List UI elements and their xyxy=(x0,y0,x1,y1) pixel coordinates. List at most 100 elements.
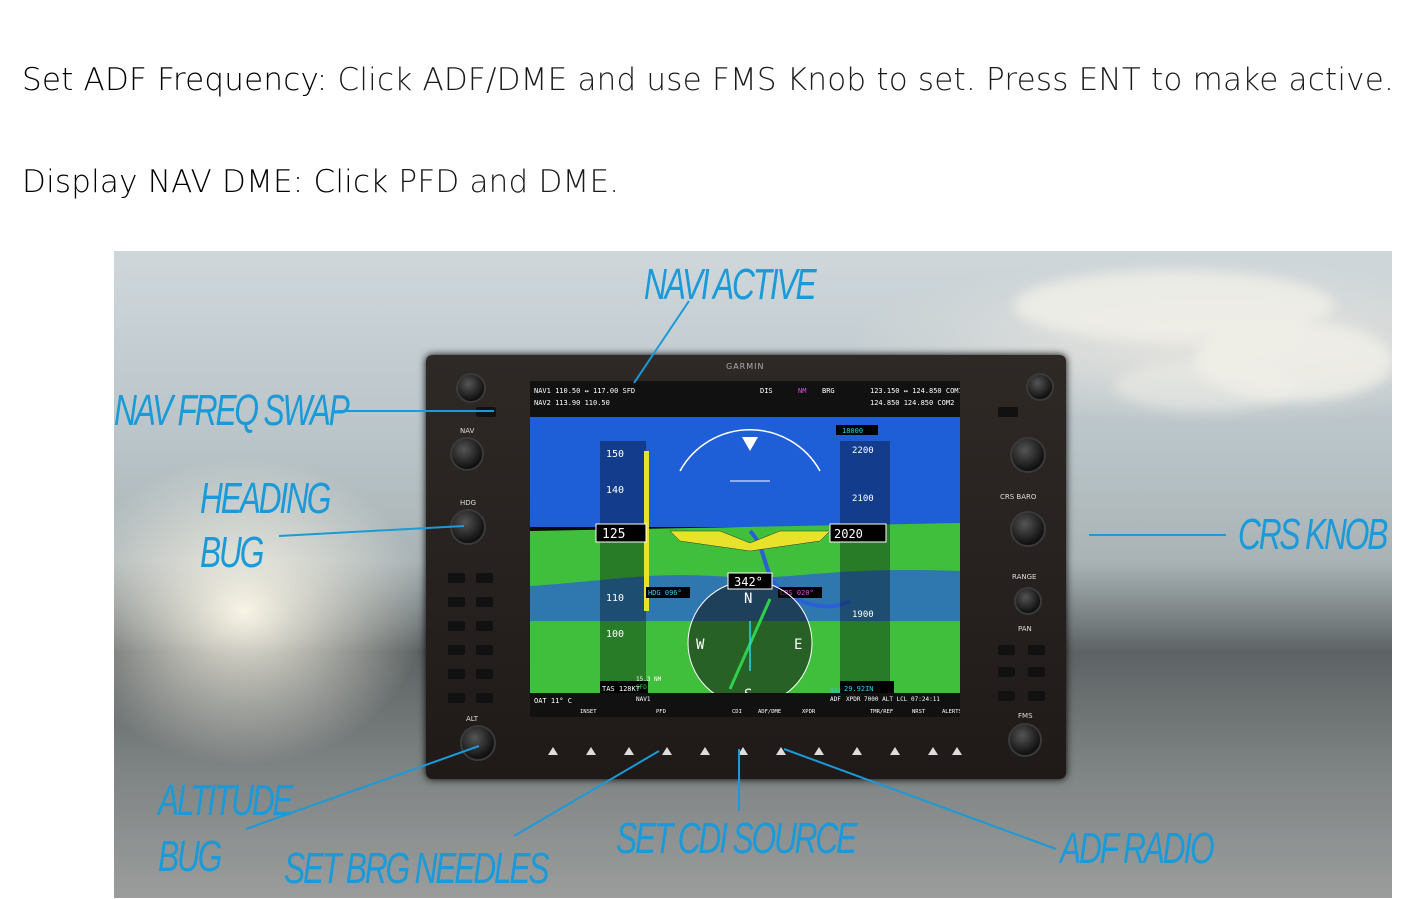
softkey-7[interactable] xyxy=(776,747,786,755)
softkey-11[interactable] xyxy=(928,747,938,755)
com-vol-knob[interactable] xyxy=(1026,373,1054,401)
softkey-8[interactable] xyxy=(814,747,824,755)
alt-knob[interactable] xyxy=(460,725,496,761)
xpdr-readout: XPDR 7000 ALT LCL 07:24:11 xyxy=(846,696,940,703)
nav-knob[interactable] xyxy=(450,437,484,471)
fms-knob[interactable] xyxy=(1008,723,1042,757)
proc-key[interactable] xyxy=(1028,667,1045,677)
ent-key[interactable] xyxy=(1028,691,1045,701)
leader-adf-radio xyxy=(783,748,1057,850)
softkey-3[interactable] xyxy=(624,747,634,755)
com-freq-swap-key[interactable] xyxy=(998,407,1018,417)
leader-heading-bug xyxy=(278,525,465,537)
heading-box xyxy=(727,572,773,590)
brg-label: BRG xyxy=(822,387,835,395)
instruction-lead: Set ADF Frequency: xyxy=(22,62,328,98)
altitude-ticks: 2200 2100 1900 xyxy=(852,446,874,620)
heading-readout: 342° xyxy=(734,575,763,589)
range-knob[interactable] xyxy=(1014,587,1042,615)
g1000-figure: GARMIN NAV HDG ALT CRS BARO RANGE PAN xyxy=(114,251,1392,898)
label-nav-freq-swap: NAV FREQ SWAP xyxy=(114,386,350,435)
altitude-tick-label: 2100 xyxy=(852,494,874,504)
adf-value: 332 xyxy=(830,688,841,695)
softkey-bar xyxy=(530,693,960,717)
nose-up-key[interactable] xyxy=(476,669,493,679)
softkey-label: ADF/DME xyxy=(758,709,781,715)
alt-key[interactable] xyxy=(476,597,493,607)
label-set-brg-needles: SET BRG NEEDLES xyxy=(284,844,550,893)
range-label: RANGE xyxy=(1012,573,1037,581)
instruction-lead: Display NAV DME: Click xyxy=(22,164,389,200)
pan-label: PAN xyxy=(1018,625,1032,633)
softkey-label: PFD xyxy=(656,709,666,715)
cloud xyxy=(1114,361,1294,411)
altitude-readout xyxy=(829,523,887,543)
nav-com-bar xyxy=(530,381,960,417)
softkey-label: XPDR xyxy=(802,709,816,715)
altitude-tape xyxy=(840,441,890,681)
nose-dn-key[interactable] xyxy=(476,693,493,703)
menu-key[interactable] xyxy=(1028,645,1045,655)
pfd-display: NAV1 110.50 ↔ 117.00 SFD NAV2 113.90 110… xyxy=(530,381,960,717)
airspeed-tick-label: 150 xyxy=(606,449,624,460)
vnv-key[interactable] xyxy=(476,621,493,631)
label-adf-radio: ADF RADIO xyxy=(1060,824,1215,873)
softkey-label: ALERTS xyxy=(942,709,960,715)
softkey-1[interactable] xyxy=(548,747,558,755)
bc-key[interactable] xyxy=(476,645,493,655)
airspeed-current: 125 xyxy=(602,527,625,542)
softkey-label: NRST xyxy=(912,709,926,715)
com1-text: 123.150 ↔ 124.850 COM1 xyxy=(870,387,960,395)
clr-key[interactable] xyxy=(998,691,1015,701)
airspeed-tick-label: 110 xyxy=(606,593,624,604)
fms-label: FMS xyxy=(1018,712,1033,720)
softkey-10[interactable] xyxy=(890,747,900,755)
oat-readout: OAT 11° C xyxy=(534,697,572,705)
nav-key[interactable] xyxy=(448,621,465,631)
annotation-leaders xyxy=(245,300,1226,850)
nav-label: NAV xyxy=(460,427,475,435)
crs-box: CRS 020° xyxy=(780,589,814,597)
fd-key[interactable] xyxy=(476,573,493,583)
leader-set-brg-needles xyxy=(513,750,660,837)
apr-key[interactable] xyxy=(448,645,465,655)
altitude-tick-label: 2200 xyxy=(852,446,874,456)
label-crs-knob: CRS KNOB xyxy=(1238,510,1388,559)
leader-altitude-bug xyxy=(245,745,480,830)
altitude-tick-label: 1900 xyxy=(852,610,874,620)
softkey-4[interactable] xyxy=(662,747,672,755)
softkey-2[interactable] xyxy=(586,747,596,755)
airspeed-ticks: 150 140 110 100 xyxy=(606,449,624,640)
hdg-key[interactable] xyxy=(448,597,465,607)
vs-key[interactable] xyxy=(448,669,465,679)
direct-to-key[interactable] xyxy=(998,645,1015,655)
dme-source: SFD xyxy=(636,684,647,691)
crs-baro-label: CRS BARO xyxy=(1000,493,1037,501)
flc-key[interactable] xyxy=(448,693,465,703)
airspeed-tick-label: 100 xyxy=(606,629,624,640)
softkey-6[interactable] xyxy=(738,747,748,755)
softkey-5[interactable] xyxy=(700,747,710,755)
nm-label: NM xyxy=(798,387,806,395)
softkey-label: INSET xyxy=(580,709,597,715)
ap-key[interactable] xyxy=(448,573,465,583)
nav1-source: NAV1 xyxy=(636,696,651,703)
nav2-text: NAV2 113.90 110.50 xyxy=(534,399,610,407)
airspeed-readout xyxy=(595,523,647,543)
softkey-12[interactable] xyxy=(952,747,962,755)
fpl-key[interactable] xyxy=(998,667,1015,677)
softkey-9[interactable] xyxy=(852,747,862,755)
airspeed-tick-label: 140 xyxy=(606,485,624,496)
softkey-label: TMR/REF xyxy=(870,709,893,715)
selected-altitude: 18000 xyxy=(842,427,863,435)
label-set-cdi-source: SET CDI SOURCE xyxy=(616,814,857,863)
vol-knob[interactable] xyxy=(456,373,486,403)
com-knob[interactable] xyxy=(1010,437,1046,473)
g1000-bezel: GARMIN NAV HDG ALT CRS BARO RANGE PAN xyxy=(426,355,1066,779)
roll-arc xyxy=(679,429,821,472)
crs-baro-knob[interactable] xyxy=(1010,511,1046,547)
nav1-text: NAV1 110.50 ↔ 117.00 SFD xyxy=(534,387,635,395)
hdg-label: HDG xyxy=(460,499,477,507)
label-altitude-bug-2: BUG xyxy=(158,832,222,881)
